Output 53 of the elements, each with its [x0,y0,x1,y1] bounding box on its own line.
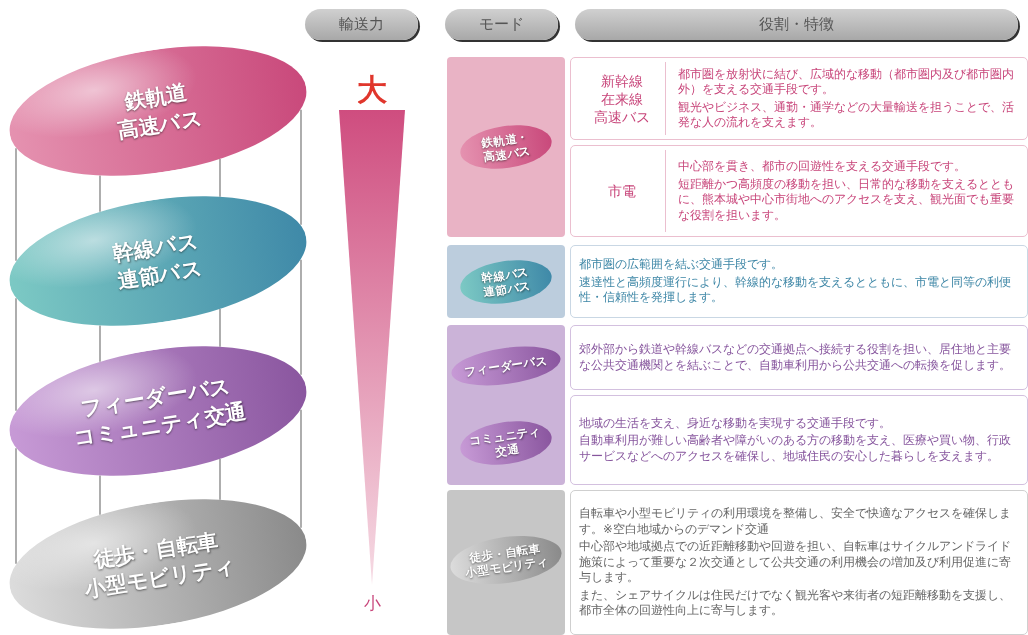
support-pole [219,158,221,198]
support-pole [300,409,302,529]
description-card [570,490,1028,635]
description-card [570,245,1028,318]
route-label: 市電 [608,182,636,200]
description-card [570,145,1028,237]
support-pole [15,297,17,412]
mode-panel [447,245,565,318]
description-text: 自動車利用が難しい高齢者や障がいのある方の移動を支え、医療や買い物、行政サービスなどへのアクセスを確保し、地域住民の安心した暮らしを支えます。 [579,433,1012,465]
description-text: 短距離かつ高頻度の移動を担い、日常的な移動を支えるとともに、熊本城や中心市街地へのアクセスを支え、観光面でも重要な役割を担います。 [678,176,1015,223]
support-pole [300,109,302,226]
description-text: 都市圏を放射状に結び、広域的な移動（都市圏内及び都市圏内外）を支える交通手段です。 [678,66,1015,98]
mode-label: 鉄軌道・高速バス [480,129,532,165]
description-text: 中心部を貫き、都市の回遊性を支える交通手段です。 [678,159,967,175]
description-text: 速達性と高頻度運行により、幹線的な移動を支えるとともに、市電と同等の利便性・信頼性を発揮します。 [579,274,1012,306]
column-header [305,9,418,40]
description-card [570,395,1028,485]
mode-label: 幹線バス連節バス [480,264,532,300]
column-header [575,9,1018,40]
mode-label: フィーダーバスコミュニティ交通 [71,372,249,453]
mode-label: 徒歩・自転車小型モビリティ [82,527,238,604]
support-pole [300,259,302,376]
mode-label: 幹線バス連節バス [111,227,205,296]
description-card [570,325,1028,390]
description-text: 都市圏の広範囲を結ぶ交通手段です。 [579,257,784,273]
column-header [445,9,558,40]
description-text: 中心部や地域拠点での近距離移動や回遊を担い、自転車はサイクルアンドライド施策によって重要な２次交通として公共交通の利用機会の増加及び利用促進に寄与します。 [579,539,1012,586]
mode-label: コミュニティ交通 [468,424,543,461]
description-text: 郊外部から鉄道や幹線バスなどの交通拠点へ接続する役割を担い、居住地と主要な公共交通機関とを結ぶことで、自動車利用から公共交通への転換を促します。 [579,342,1012,373]
support-pole [15,147,17,262]
support-pole [99,474,101,516]
support-pole [219,458,221,501]
mode-label: 徒歩・自転車小型モビリティ [463,540,550,580]
mode-panel [447,57,565,237]
description-text: 自転車や小型モビリティの利用環境を整備し、安全で快適なアクセスを確保します。※空白地域からのデマンド交通 [579,506,1012,538]
header-label: 役割・特徴 [759,15,834,34]
description-card [570,57,1028,140]
description-text: また、シェアサイクルは住民だけでなく観光客や来街者の短距離移動を支援し、都市全体の回遊性向上に寄与します。 [579,587,1012,619]
support-pole [99,324,101,363]
description-text: 地域の生活を支え、身近な移動を実現する交通手段です。 [579,415,892,432]
mode-panel [447,490,565,635]
scale-label: 大 [356,71,388,109]
header-label: 輸送力 [339,15,384,34]
description-text: 観光やビジネス、通勤・通学などの大量輸送を担うことで、活発な人の流れを支えます。 [678,99,1015,131]
support-pole [219,308,221,348]
scale-label: 小 [362,592,382,615]
mode-label: フィーダーバス [463,353,549,379]
support-pole [15,447,17,565]
mode-panel [447,325,565,485]
header-label: モード [479,15,524,34]
mode-label: 鉄軌道高速バス [114,79,205,146]
support-pole [99,174,101,213]
route-label: 新幹線在来線高速バス [594,71,650,126]
